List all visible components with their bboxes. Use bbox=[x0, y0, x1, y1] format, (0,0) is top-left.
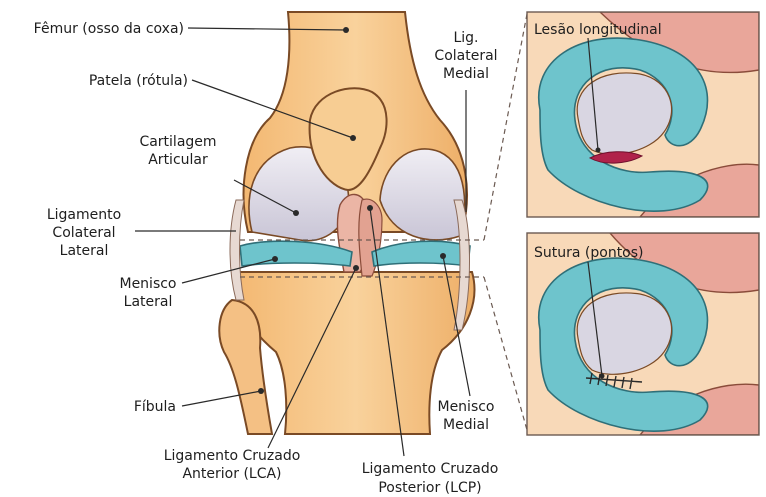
label-femur: Fêmur (osso da coxa) bbox=[34, 21, 184, 37]
meniscus-medial bbox=[372, 241, 470, 266]
inset-tear-title: Lesão longitudinal bbox=[534, 22, 662, 38]
inset-suture: Sutura (pontos) bbox=[527, 233, 759, 435]
inset-suture-title: Sutura (pontos) bbox=[534, 245, 644, 261]
label-pcl-1: Ligamento Cruzado bbox=[362, 461, 499, 477]
label-lateral-meniscus-1: Menisco bbox=[119, 276, 176, 292]
label-acl-2: Anterior (LCA) bbox=[182, 466, 281, 482]
label-cartilage-1: Cartilagem bbox=[139, 134, 216, 150]
label-pcl-2: Posterior (LCP) bbox=[378, 480, 481, 496]
label-medial-meniscus-2: Medial bbox=[443, 417, 489, 433]
label-cartilage-2: Articular bbox=[148, 152, 208, 168]
label-patella: Patela (rótula) bbox=[89, 73, 188, 89]
label-medial-ligament-3: Medial bbox=[443, 66, 489, 82]
label-lateral-meniscus-2: Lateral bbox=[124, 294, 173, 310]
meniscus-lateral bbox=[240, 241, 352, 266]
label-medial-ligament-1: Lig. bbox=[453, 30, 478, 46]
label-lateral-ligament-3: Lateral bbox=[60, 243, 109, 259]
inset-tear: Lesão longitudinal bbox=[527, 12, 759, 217]
label-lateral-ligament-2: Colateral bbox=[52, 225, 115, 241]
label-fibula: Fíbula bbox=[134, 399, 176, 415]
label-acl-1: Ligamento Cruzado bbox=[164, 448, 301, 464]
label-lateral-ligament-1: Ligamento bbox=[47, 207, 121, 223]
label-medial-ligament-2: Colateral bbox=[434, 48, 497, 64]
label-medial-meniscus-1: Menisco bbox=[437, 399, 494, 415]
